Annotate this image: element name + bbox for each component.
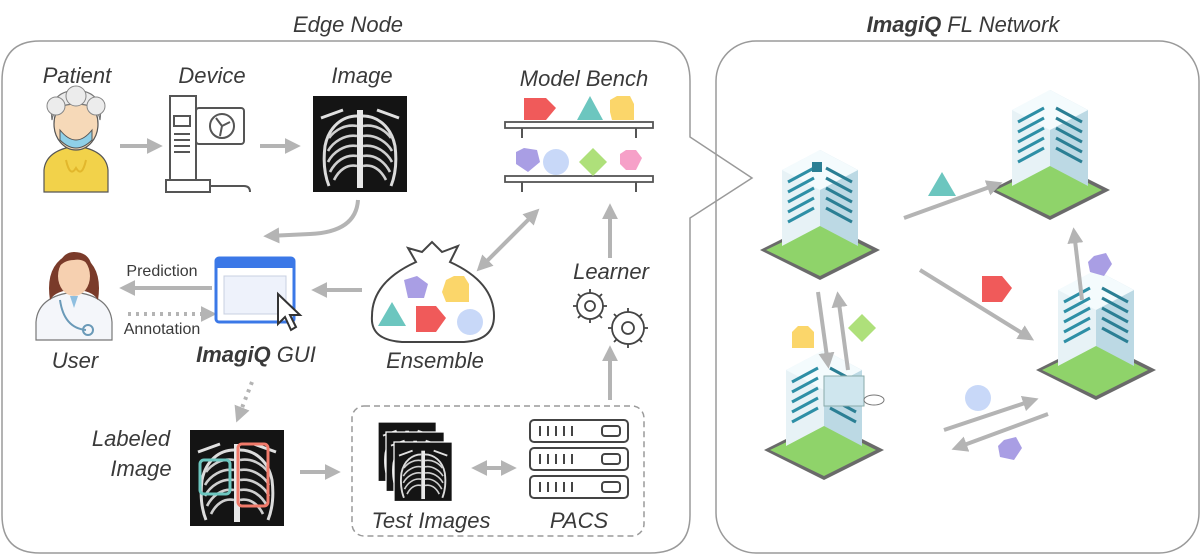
gui-label-bold: ImagiQ [196, 342, 271, 367]
device-icon [165, 95, 251, 193]
labeled-xray-image [190, 430, 284, 526]
fl-purple-pentagon-top [1088, 253, 1112, 276]
bench-yellow-hexagon [610, 96, 634, 120]
model-bench-shelves [504, 121, 654, 192]
ensemble-purple-pentagon [404, 276, 428, 298]
fl-green-diamond [848, 314, 876, 342]
fl-network-title: ImagiQ FL Network [867, 12, 1061, 37]
image-label: Image [331, 63, 392, 88]
labeled-image-label-line2: Image [110, 456, 171, 481]
cursor-icon [277, 291, 303, 332]
patient-label: Patient [43, 63, 112, 88]
pacs-server-icon [529, 419, 629, 499]
fl-yellow-hexagon [792, 326, 814, 348]
pacs-label: PACS [550, 508, 609, 533]
ensemble-yellow-hexagon [442, 276, 469, 302]
ensemble-red-pentagon [416, 306, 446, 332]
model-bench-label: Model Bench [520, 66, 648, 91]
fl-purple-pentagon-bottom [998, 437, 1022, 460]
bench-purple-pentagon [516, 148, 540, 172]
gui-window-icon[interactable] [214, 256, 303, 332]
hospital-building-top-right [988, 88, 1112, 222]
test-pacs-group [351, 405, 645, 537]
hospital-building-bottom [762, 348, 886, 482]
ensemble-blue-circle [457, 309, 483, 335]
arrow-bottom-to-right [943, 395, 1039, 432]
bench-blue-circle [543, 149, 569, 175]
labeled-image-label-line1: Labeled [92, 426, 171, 451]
hospital-building-right [1034, 268, 1158, 402]
arrow-bottom-to-left [831, 291, 850, 371]
arrow-gui-labeled [234, 381, 254, 423]
test-images-stack [376, 420, 455, 504]
bench-teal-triangle [577, 96, 603, 120]
fl-network-frame [715, 40, 1200, 554]
arrow-left-to-bottom [816, 291, 835, 369]
arrow-image-gui [263, 199, 360, 244]
annotation-label: Annotation [124, 321, 201, 338]
gui-label-rest: GUI [271, 342, 316, 367]
prediction-label: Prediction [126, 263, 197, 280]
arrow-left-to-right [918, 268, 1035, 341]
fl-teal-triangle [928, 172, 956, 196]
device-label: Device [178, 63, 245, 88]
arrow-right-to-topright [1067, 227, 1084, 301]
learner-label: Learner [573, 259, 651, 284]
ensemble-teal-triangle [378, 302, 406, 326]
chest-xray-image [313, 96, 407, 192]
arrow-left-to-topright [903, 180, 1003, 220]
edge-node-frame [1, 40, 754, 554]
fl-network-title-bold: ImagiQ [867, 12, 942, 37]
test-images-label: Test Images [371, 508, 490, 533]
fl-network-title-rest: FL Network [941, 12, 1060, 37]
fl-blue-circle [965, 385, 991, 411]
ensemble-label: Ensemble [386, 348, 484, 373]
patient-icon [43, 85, 109, 193]
bench-green-diamond [579, 148, 607, 176]
arrow-ensemble-bench [476, 208, 540, 272]
arrow-right-to-bottom [951, 412, 1049, 452]
bench-pink-hexagon [620, 150, 642, 170]
fl-red-pentagon [982, 276, 1012, 302]
hospital-building-left [758, 148, 882, 282]
bench-red-pentagon [524, 98, 556, 120]
user-label: User [52, 348, 100, 373]
edge-node-title: Edge Node [293, 12, 403, 37]
user-doctor-icon [35, 252, 113, 341]
imagiq-gui-label: ImagiQ GUI [196, 342, 316, 367]
learner-gears-icon [573, 289, 648, 348]
